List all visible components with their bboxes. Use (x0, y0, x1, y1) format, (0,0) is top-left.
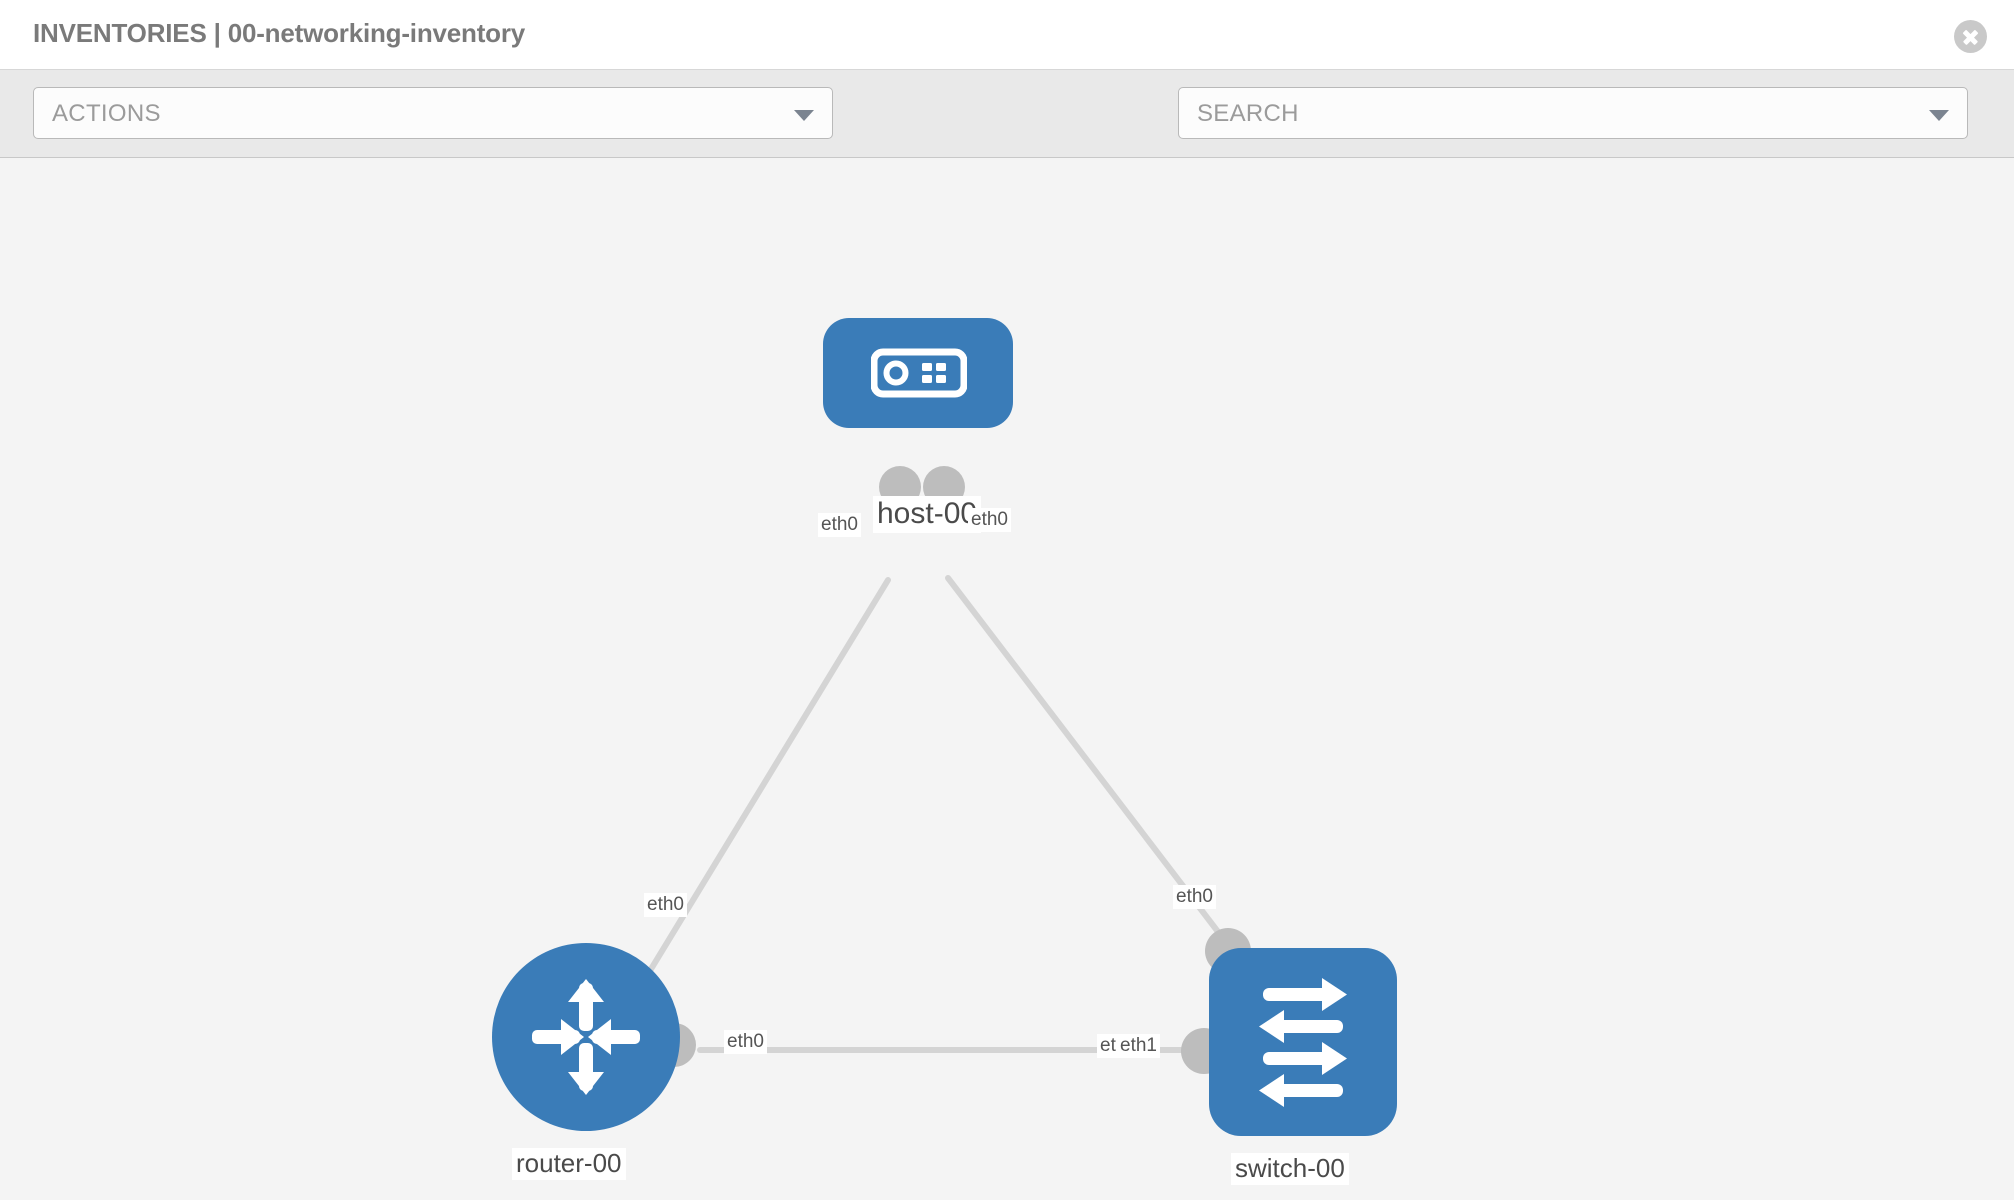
chevron-down-icon (1929, 110, 1949, 121)
close-icon[interactable] (1954, 20, 1987, 53)
router-00-shape (492, 943, 680, 1131)
host-00-label: host-00 (873, 496, 982, 533)
actions-dropdown[interactable]: ACTIONS (33, 87, 833, 139)
topology-canvas[interactable]: host-00 eth0 eth0 (0, 158, 2014, 1200)
switch-00-shape (1209, 948, 1397, 1136)
switch-00-label: switch-00 (1231, 1153, 1349, 1185)
search-input-placeholder: SEARCH (1197, 100, 1299, 127)
topology-links (617, 575, 1241, 1053)
toolbar: ACTIONS SEARCH (0, 70, 2014, 203)
switch-up-eth0-label: eth0 (1173, 885, 1216, 909)
router-00-label: router-00 (512, 1148, 626, 1180)
router-up-eth0-label: eth0 (644, 893, 687, 917)
router-arrows-icon (532, 979, 640, 1095)
topology-node-host-00[interactable]: host-00 eth0 eth0 (818, 318, 1013, 537)
host-00-shape (823, 318, 1013, 428)
search-input[interactable]: SEARCH (1178, 87, 1968, 139)
chevron-down-icon (794, 110, 814, 121)
host-left-eth0-label: eth0 (818, 513, 861, 537)
host-right-eth0-label: eth0 (968, 508, 1011, 532)
page-header: INVENTORIES | 00-networking-inventory (0, 0, 2014, 70)
switch-arrows-icon (1259, 978, 1347, 1107)
page-title: INVENTORIES | 00-networking-inventory (33, 18, 526, 48)
topology-node-router-00[interactable]: router-00 eth0 eth0 (492, 893, 767, 1180)
topology-node-switch-00[interactable]: switch-00 eth0 eth0 eth1 (1097, 885, 1409, 1185)
switch-left-eth1-label: eth1 (1117, 1034, 1160, 1058)
actions-dropdown-label: ACTIONS (52, 100, 161, 127)
router-right-eth0-label: eth0 (724, 1030, 767, 1054)
server-icon (871, 348, 967, 398)
